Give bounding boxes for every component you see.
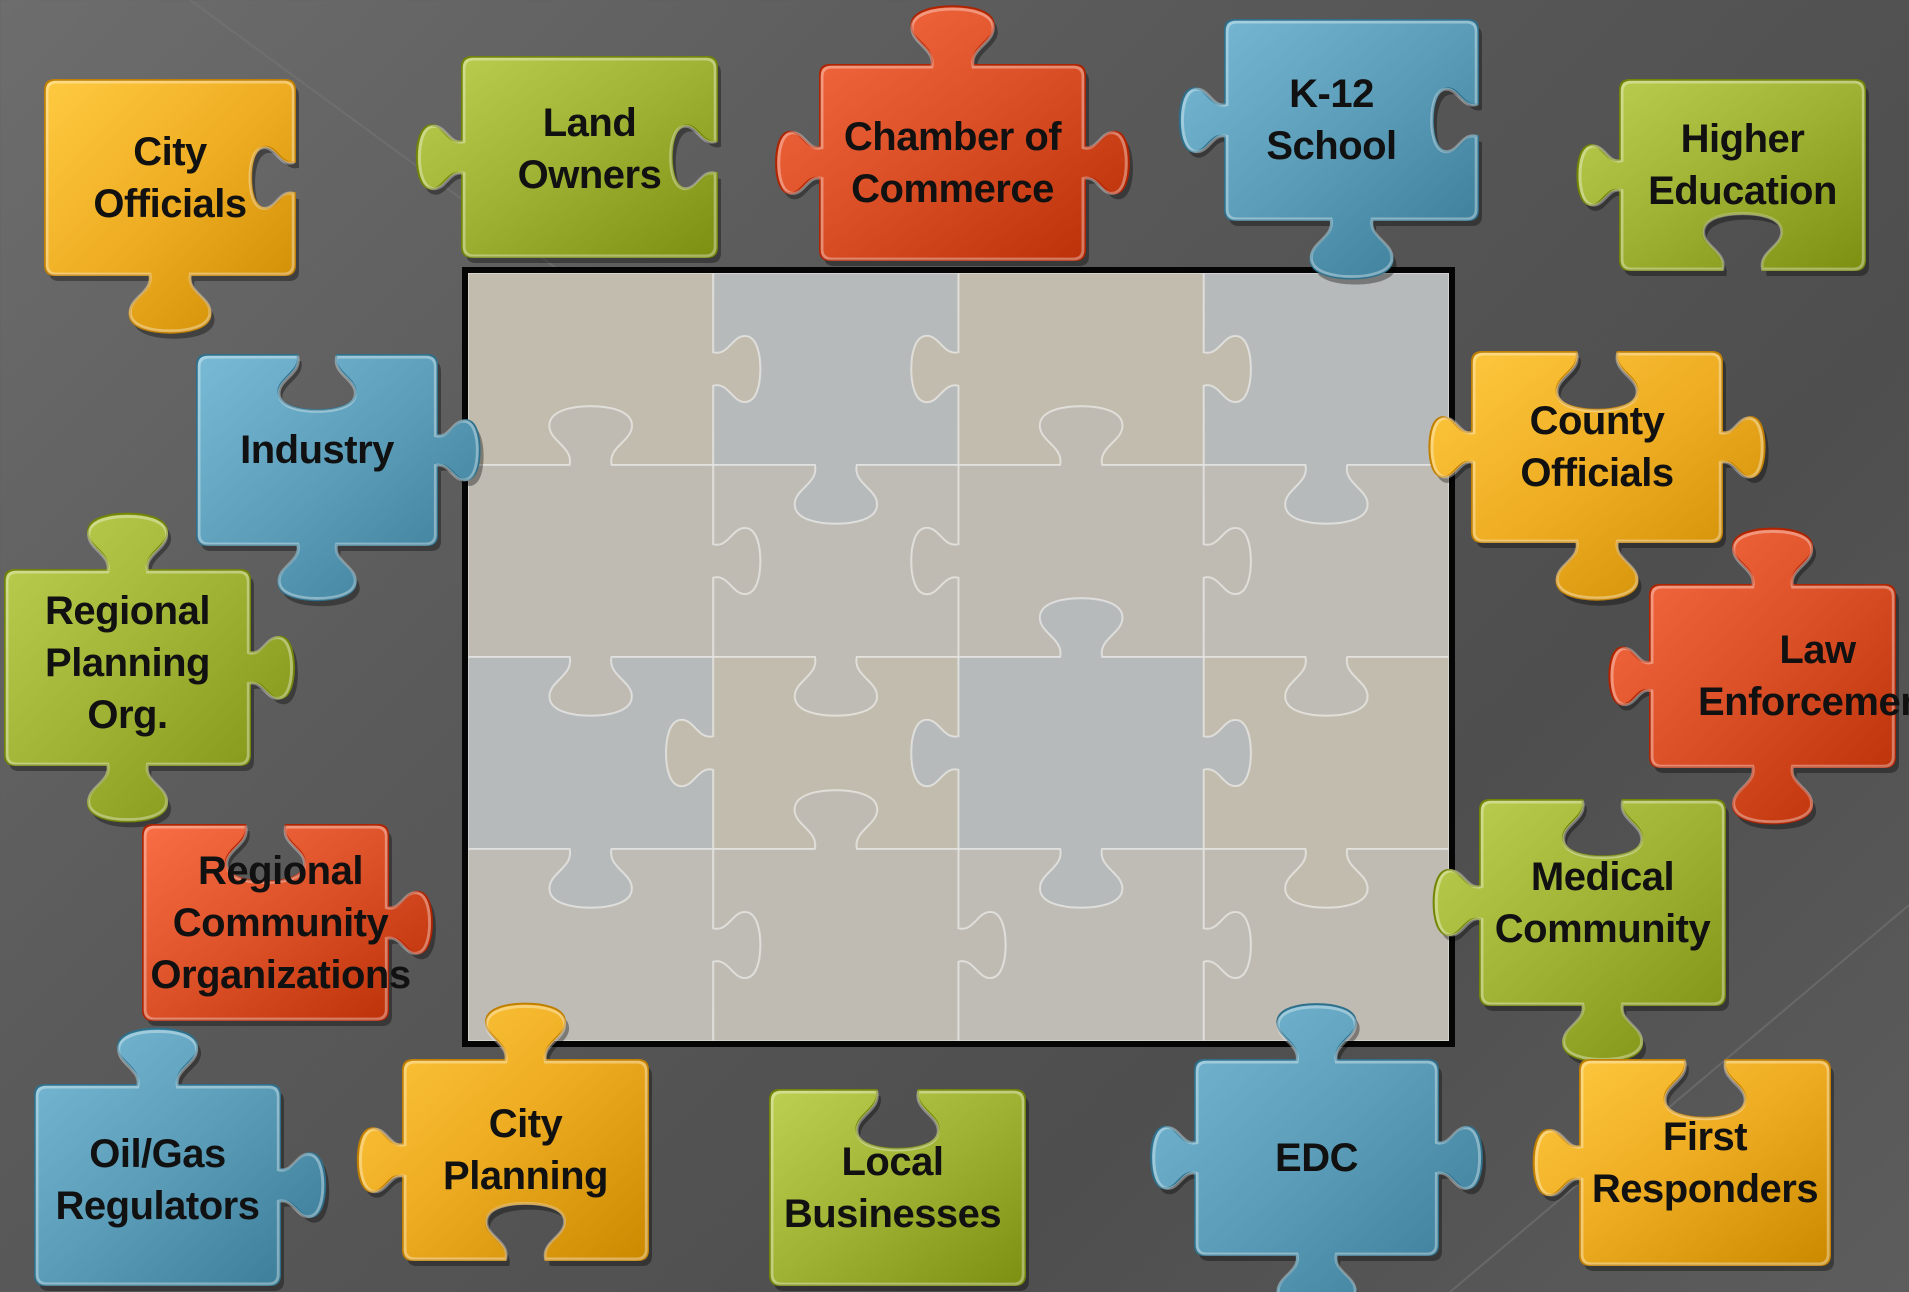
puzzle-piece-edc[interactable]: EDC — [1150, 1003, 1486, 1292]
puzzle-piece-law-enforcement[interactable]: Law Enforcement — [1608, 527, 1909, 830]
piece-body — [196, 354, 481, 602]
piece-label: K-12 School — [1266, 72, 1397, 168]
puzzle-piece-shape — [1608, 527, 1899, 830]
puzzle-piece-shape — [196, 354, 484, 607]
piece-label: Chamber of Commerce — [843, 114, 1062, 211]
puzzle-piece-shape — [775, 5, 1133, 267]
piece-label: Regional Planning Org. — [45, 588, 210, 737]
puzzle-piece-shape — [44, 79, 299, 339]
piece-body — [1576, 79, 1866, 271]
puzzle-piece-medical-community[interactable]: Medical Community — [1432, 799, 1729, 1068]
puzzle-piece-shape — [4, 512, 298, 828]
piece-label: County Officials — [1520, 399, 1674, 495]
piece-body — [142, 824, 433, 1021]
puzzle-piece-higher-education[interactable]: Higher Education — [1576, 79, 1869, 276]
puzzle-piece-shape — [415, 56, 722, 263]
piece-body — [34, 1027, 327, 1286]
puzzle-piece-shape — [1532, 1059, 1834, 1271]
piece-highlight — [770, 1090, 1025, 1286]
piece-highlight — [1430, 352, 1764, 600]
piece-highlight — [1181, 20, 1478, 279]
board-faint-pieces — [468, 273, 1449, 1041]
puzzle-piece-shape — [1428, 351, 1769, 606]
piece-highlight — [1610, 529, 1895, 824]
piece-body — [1150, 1003, 1483, 1292]
puzzle-piece-first-responders[interactable]: First Responders — [1532, 1059, 1834, 1271]
puzzle-piece-shape — [1150, 1003, 1486, 1292]
piece-body — [415, 56, 718, 258]
puzzle-piece-k12-school[interactable]: K-12 School — [1178, 19, 1482, 285]
puzzle-piece-shape — [769, 1089, 1029, 1291]
piece-label: EDC — [1275, 1135, 1358, 1180]
puzzle-piece-oil-gas-regulators[interactable]: Oil/Gas Regulators — [34, 1027, 330, 1291]
board-faint-piece — [468, 656, 715, 909]
piece-label: Regional Community Organizations — [150, 848, 411, 997]
piece-body — [4, 512, 295, 823]
piece-highlight — [359, 1004, 648, 1261]
puzzle-board — [462, 267, 1455, 1047]
puzzle-piece-regional-planning-org[interactable]: Regional Planning Org. — [4, 512, 298, 828]
piece-label: City Planning — [443, 1102, 608, 1198]
puzzle-piece-shape — [34, 1027, 330, 1291]
piece-label: Law Enforcement — [1698, 628, 1909, 724]
piece-highlight — [45, 80, 295, 333]
puzzle-piece-chamber-of-commerce[interactable]: Chamber of Commerce — [775, 5, 1133, 267]
piece-highlight — [1578, 80, 1865, 271]
piece-label: City Officials — [93, 129, 247, 226]
piece-label: Higher Education — [1648, 117, 1837, 213]
piece-label: Industry — [240, 428, 394, 472]
puzzle-piece-land-owners[interactable]: Land Owners — [415, 56, 722, 263]
piece-body — [769, 1089, 1026, 1286]
board-faint-piece — [1202, 848, 1449, 1041]
piece-highlight — [1152, 1005, 1482, 1292]
puzzle-piece-city-planning[interactable]: City Planning — [356, 1002, 653, 1266]
piece-body — [1532, 1059, 1831, 1266]
piece-label: Local Businesses — [783, 1139, 1002, 1236]
piece-highlight — [1534, 1060, 1830, 1266]
board-faint-piece — [1202, 656, 1449, 909]
piece-label: First Responders — [1591, 1114, 1819, 1211]
piece-body — [775, 5, 1130, 261]
puzzle-piece-county-officials[interactable]: County Officials — [1428, 351, 1769, 606]
piece-body — [1428, 351, 1766, 601]
piece-body — [1178, 19, 1479, 280]
piece-label: Land Owners — [517, 101, 662, 197]
puzzle-piece-shape — [1178, 19, 1482, 285]
puzzle-piece-local-businesses[interactable]: Local Businesses — [769, 1089, 1029, 1291]
puzzle-piece-shape — [1576, 79, 1869, 276]
piece-body — [356, 1002, 649, 1261]
puzzle-piece-industry[interactable]: Industry — [196, 354, 484, 607]
piece-highlight — [143, 825, 432, 1021]
piece-highlight — [35, 1029, 325, 1286]
puzzle-piece-city-officials[interactable]: City Officials — [44, 79, 299, 339]
piece-body — [44, 79, 296, 334]
board-faint-piece — [1202, 464, 1449, 717]
piece-highlight — [777, 7, 1128, 261]
piece-body — [1608, 527, 1896, 825]
puzzle-piece-regional-community-organizations[interactable]: Regional Community Organizations — [142, 824, 436, 1026]
puzzle-piece-shape — [356, 1002, 653, 1266]
piece-label: Medical Community — [1494, 854, 1711, 951]
piece-highlight — [418, 57, 717, 258]
puzzle-piece-shape — [1432, 799, 1729, 1068]
piece-highlight — [197, 355, 479, 600]
puzzle-piece-shape — [142, 824, 436, 1026]
piece-label: Oil/Gas Regulators — [55, 1132, 260, 1228]
piece-highlight — [5, 514, 294, 822]
